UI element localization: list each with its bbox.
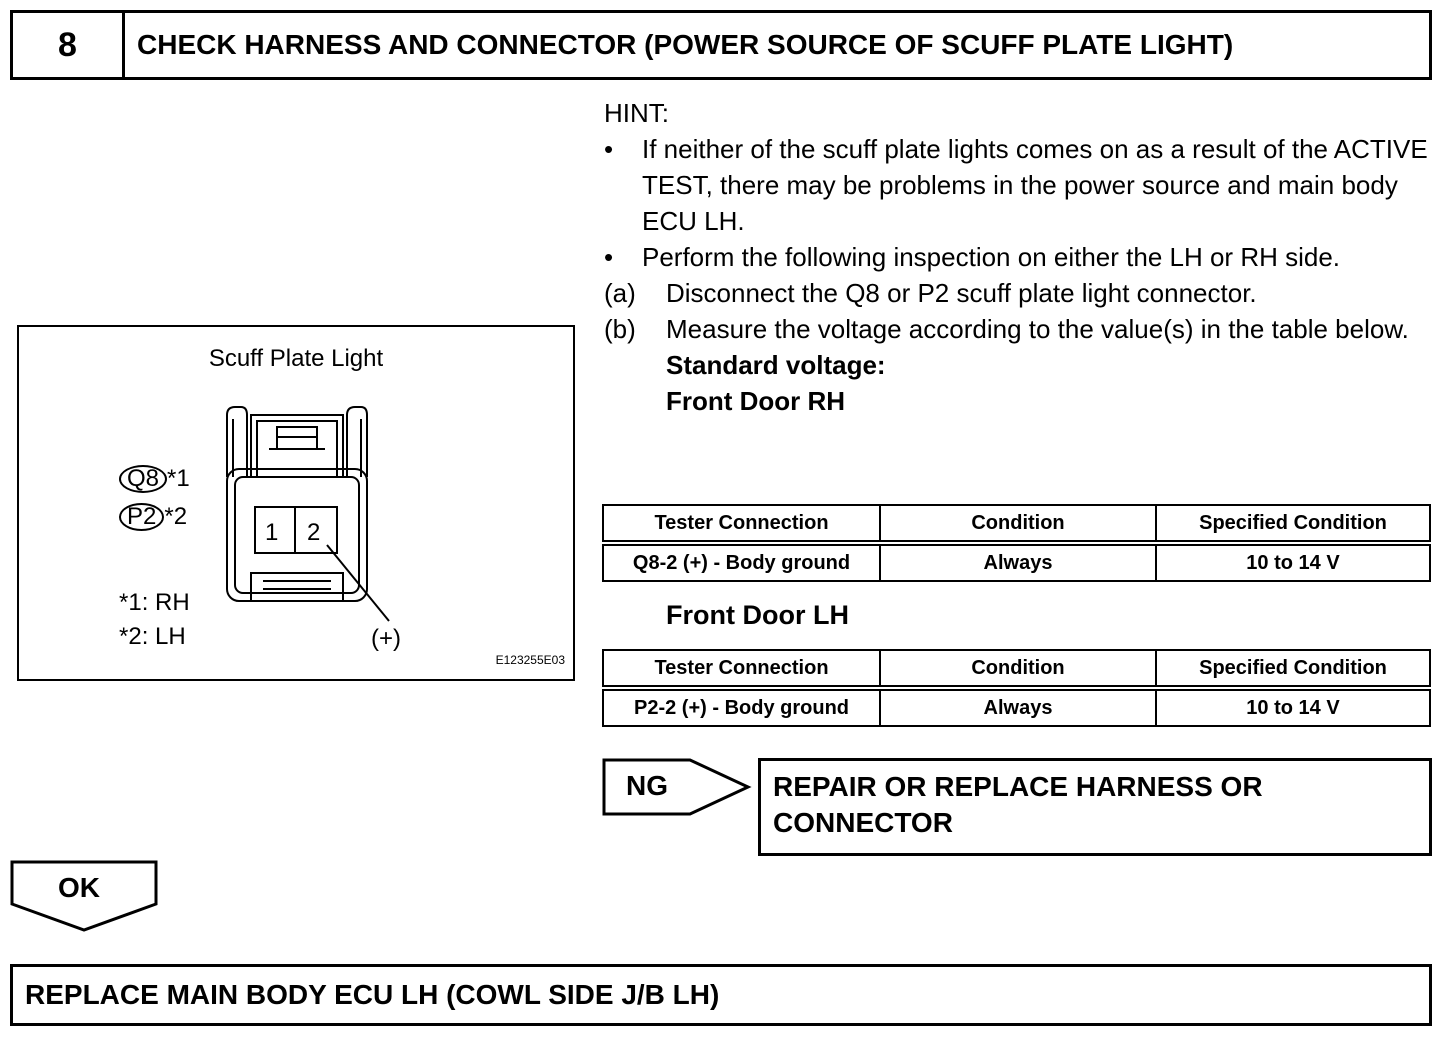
step-text: Disconnect the Q8 or P2 scuff plate ligh… xyxy=(666,278,1257,308)
ng-arrow-shape xyxy=(602,758,752,816)
hint-label: HINT: xyxy=(604,98,669,128)
ng-result-line: REPAIR OR REPLACE HARNESS OR xyxy=(773,771,1263,802)
connector-figure: Scuff Plate Light Q8*1 P2*2 1 2 *1: RH *… xyxy=(17,325,575,681)
hint-bullet: • Perform the following inspection on ei… xyxy=(604,239,1434,275)
pin-marker-positive: (+) xyxy=(371,625,401,652)
step-label: (a) xyxy=(604,278,636,308)
table-cell: P2-2 (+) - Body ground xyxy=(602,687,881,727)
column-header: Tester Connection xyxy=(602,649,881,691)
footnote-rh: *1: RH xyxy=(119,589,190,616)
hint-bullet-text: If neither of the scuff plate lights com… xyxy=(642,134,1428,236)
final-action-box: REPLACE MAIN BODY ECU LH (COWL SIDE J/B … xyxy=(10,964,1432,1026)
step-text: Measure the voltage according to the val… xyxy=(666,314,1409,344)
table-cell: Always xyxy=(879,687,1157,727)
ng-label: NG xyxy=(626,770,668,801)
procedure-step: (a) Disconnect the Q8 or P2 scuff plate … xyxy=(604,275,1434,311)
step-label: (b) xyxy=(604,314,636,344)
table-header-row: Tester Connection Condition Specified Co… xyxy=(602,649,1431,691)
connector-note-2: *2 xyxy=(164,503,188,530)
hint-bullet: • If neither of the scuff plate lights c… xyxy=(604,131,1434,239)
ok-arrow: OK xyxy=(10,860,158,932)
column-header: Specified Condition xyxy=(1155,504,1431,546)
table-cell: Always xyxy=(879,542,1157,582)
bullet-marker: • xyxy=(604,134,614,164)
pin-label-2: 2 xyxy=(307,519,321,546)
connector-diagram xyxy=(226,406,390,622)
figure-title: Scuff Plate Light xyxy=(208,345,384,372)
column-header: Tester Connection xyxy=(602,504,881,546)
table-cell: Q8-2 (+) - Body ground xyxy=(602,542,881,582)
hint-bullet-text: Perform the following inspection on eith… xyxy=(642,242,1341,272)
ok-arrow-shape xyxy=(10,860,158,932)
spec-table-rh: Tester Connection Condition Specified Co… xyxy=(602,504,1431,582)
table-cell: 10 to 14 V xyxy=(1155,687,1431,727)
spec-table-lh: Tester Connection Condition Specified Co… xyxy=(602,649,1431,727)
column-header: Condition xyxy=(879,504,1157,546)
pin-label-1: 1 xyxy=(265,519,279,546)
table-row: P2-2 (+) - Body ground Always 10 to 14 V xyxy=(602,687,1431,727)
step-header: 8 CHECK HARNESS AND CONNECTOR (POWER SOU… xyxy=(10,10,1432,80)
connector-note-1: *1 xyxy=(167,465,190,492)
figure-id: E123255E03 xyxy=(495,653,565,667)
standard-voltage-label: Standard voltage: xyxy=(666,350,886,380)
ng-arrow: NG xyxy=(602,758,752,816)
ng-result-line: CONNECTOR xyxy=(773,807,953,838)
table-header-row: Tester Connection Condition Specified Co… xyxy=(602,504,1431,546)
connector-label-q8: Q8*1 xyxy=(119,465,190,493)
connector-code-q8: Q8 xyxy=(119,465,168,493)
ok-label: OK xyxy=(58,872,100,903)
step-title: CHECK HARNESS AND CONNECTOR (POWER SOURC… xyxy=(137,29,1234,60)
column-header: Condition xyxy=(879,649,1157,691)
table-cell: 10 to 14 V xyxy=(1155,542,1431,582)
ng-result-box: REPAIR OR REPLACE HARNESS OR CONNECTOR xyxy=(758,758,1432,856)
column-header: Specified Condition xyxy=(1155,649,1431,691)
instructions: HINT: • If neither of the scuff plate li… xyxy=(604,95,1434,419)
step-number: 8 xyxy=(13,13,125,77)
table-heading-lh: Front Door LH xyxy=(666,600,849,630)
table-heading-rh: Front Door RH xyxy=(666,386,846,416)
footnote-lh: *2: LH xyxy=(119,623,186,650)
bullet-marker: • xyxy=(604,242,614,272)
connector-code-p2: P2 xyxy=(119,503,165,531)
table-row: Q8-2 (+) - Body ground Always 10 to 14 V xyxy=(602,542,1431,582)
connector-label-p2: P2*2 xyxy=(119,503,187,531)
procedure-step: (b) Measure the voltage according to the… xyxy=(604,311,1434,347)
